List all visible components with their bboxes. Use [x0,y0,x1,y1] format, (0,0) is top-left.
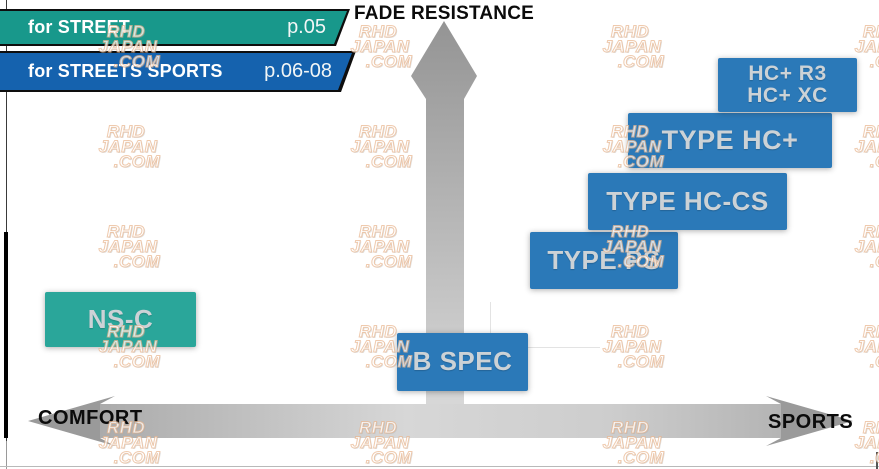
product-label: NS-C [87,303,154,334]
fade-resistance-axis-label: FADE RESISTANCE [354,3,535,24]
product-box-type-hc-cs: TYPE HC-CS [588,173,787,230]
product-box-ns-c: NS-C [45,292,196,347]
product-label: HC+ XC [747,84,828,107]
banner-page-ref: p.05 [287,16,326,38]
page-edge-line [6,0,7,441]
step-guide-line-vertical [490,302,491,333]
banner-fill [0,11,347,44]
comfort-arrowhead-icon [28,396,115,446]
sports-axis-label: SPORTS [768,411,854,433]
comfort-sports-axis-bar [100,404,781,438]
comfort-axis-label: COMFORT [38,407,143,429]
product-label: TYPE HC-CS [606,185,769,216]
product-label: TYPE PS [547,244,661,275]
product-box-b-spec: B SPEC [397,333,528,391]
page-edge-line-right [876,452,878,469]
banner-page-ref: p.06-08 [264,60,332,82]
product-label: TYPE HC+ [661,125,799,156]
banner-label: for STREETS SPORTS [28,61,223,81]
banner-for-streets-sports[interactable]: for STREETS SPORTS p.06-08 [0,51,356,92]
sports-arrowhead-icon [766,396,853,446]
banner-for-street[interactable]: for STREET p.05 [0,9,350,46]
page-bottom-line [0,466,879,467]
product-label: B SPEC [412,346,513,377]
step-guide-line-horizontal [528,347,600,348]
banner-label: for STREET [28,17,131,37]
product-box-type-ps: TYPE PS [530,232,678,289]
product-label: HC+ R3 [748,62,827,86]
fade-resistance-axis-arrow [411,21,477,414]
page-edge-line [6,441,7,469]
banner-fill [0,53,352,90]
page-edge-line-thick [4,232,8,438]
product-box-type-hc-plus: TYPE HC+ [628,113,832,168]
